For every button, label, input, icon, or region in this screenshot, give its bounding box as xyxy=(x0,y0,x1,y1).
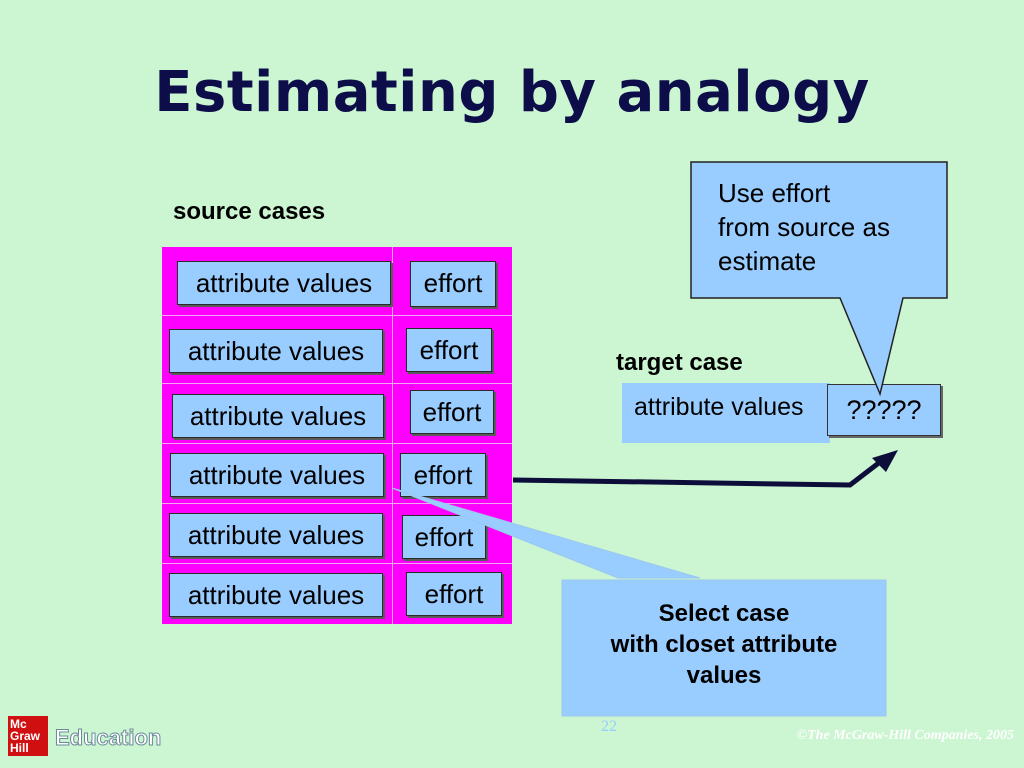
logo-line: Graw xyxy=(10,729,41,743)
connector-arrow-head xyxy=(872,450,898,472)
table-divider xyxy=(392,247,393,624)
select-callout-shape xyxy=(561,579,887,717)
source-effort-cell-5: effort xyxy=(402,515,486,559)
source-attr-cell-6: attribute values xyxy=(169,573,383,617)
table-divider xyxy=(162,443,512,444)
source-attr-cell-3: attribute values xyxy=(172,394,384,438)
connector-arrow-line xyxy=(512,460,882,488)
effort-callout-shape xyxy=(690,161,948,397)
education-wordmark: Education xyxy=(54,725,162,751)
logo-line: Mc xyxy=(10,717,27,731)
mcgraw-hill-logo-icon: Mc Graw Hill xyxy=(8,716,48,756)
effort-callout-text: Use effort from source as estimate xyxy=(718,176,890,278)
table-divider xyxy=(162,503,512,504)
table-divider xyxy=(162,383,512,384)
table-divider xyxy=(162,315,512,316)
source-cases-label: source cases xyxy=(173,198,326,225)
page-number: 22 xyxy=(601,718,617,735)
callout-line: with closet attribute xyxy=(610,631,838,658)
source-cases-table: attribute values effort attribute values… xyxy=(162,247,512,624)
callout-line: Select case xyxy=(658,600,790,627)
source-attr-cell-1: attribute values xyxy=(177,261,391,305)
source-effort-cell-4: effort xyxy=(400,453,486,497)
target-attr-cell: attribute values xyxy=(622,383,830,443)
callout-line: values xyxy=(686,662,762,689)
callout-line: estimate xyxy=(718,246,817,276)
source-effort-cell-1: effort xyxy=(410,261,496,307)
callout-line: Use effort xyxy=(718,178,831,208)
table-divider xyxy=(162,563,512,564)
source-attr-cell-5: attribute values xyxy=(169,513,383,557)
source-attr-cell-2: attribute values xyxy=(169,329,383,373)
copyright-notice: ©The McGraw-Hill Companies, 2005 xyxy=(796,728,1014,743)
logo-line: Hill xyxy=(10,741,29,755)
source-effort-cell-6: effort xyxy=(406,572,502,616)
source-effort-cell-2: effort xyxy=(406,328,492,372)
target-effort-cell: ????? xyxy=(827,384,941,436)
select-callout-pointer xyxy=(391,487,701,579)
source-attr-cell-4: attribute values xyxy=(170,453,384,497)
select-callout-text: Select case with closet attribute values xyxy=(562,598,886,691)
slide-title: Estimating by analogy xyxy=(154,60,870,125)
callout-line: from source as xyxy=(718,212,890,242)
target-case-label: target case xyxy=(616,349,743,376)
source-effort-cell-3: effort xyxy=(410,390,494,434)
